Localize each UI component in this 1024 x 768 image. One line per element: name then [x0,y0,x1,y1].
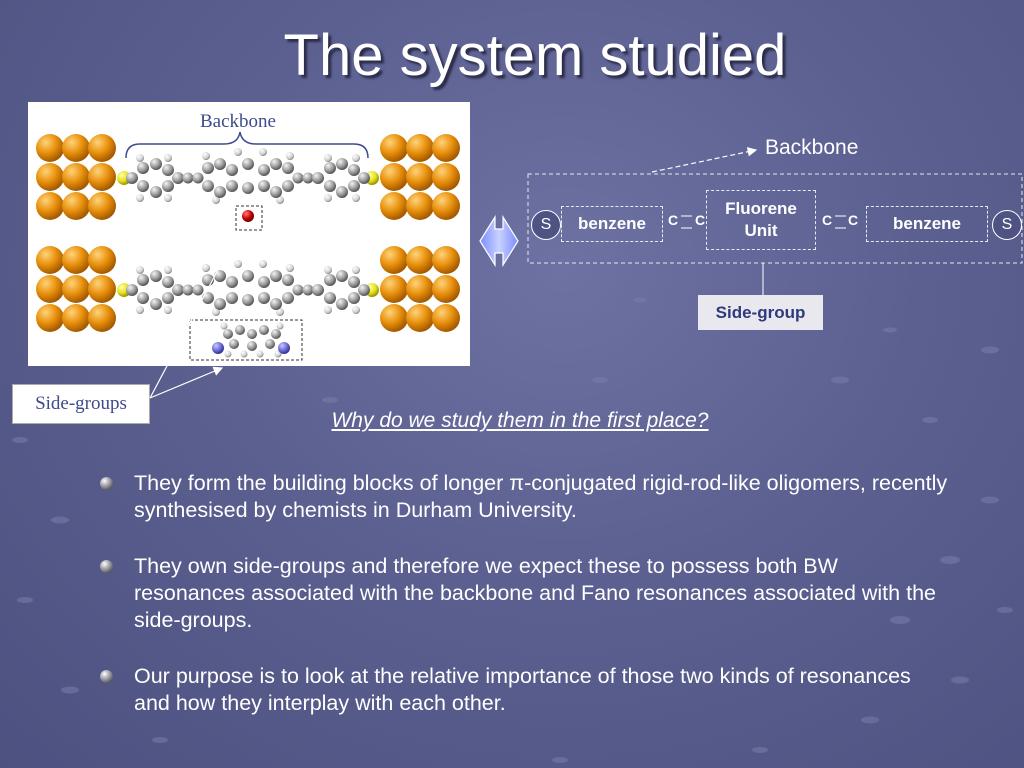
top-molecule [36,134,460,231]
molecule-figure: Backbone [28,102,470,366]
bottom-molecule [36,246,460,361]
left-sulfur-anchor: S [531,210,561,240]
side-group-label-box: Side-group [698,295,823,330]
fluorene-unit-box: Fluorene Unit [706,190,816,250]
left-link-c-bottom: C [695,212,706,228]
molecule-illustration [36,131,460,361]
bullet-item: Our purpose is to look at the relative i… [98,663,948,717]
figure-side-groups-label: Side-groups [12,384,150,424]
sphere-bullet-icon [100,560,113,573]
bullet-list: They form the building blocks of longer … [98,470,948,746]
backbone-brace [125,131,369,159]
right-link-c-bottom: C [848,212,859,228]
schematic-backbone-label: Backbone [765,136,859,159]
bullet-item: They form the building blocks of longer … [98,470,948,524]
left-link-c-top: C [668,212,679,228]
slide-title: The system studied [283,23,787,88]
right-sulfur-anchor: S [992,210,1022,240]
sphere-bullet-icon [100,477,113,490]
question-heading: Why do we study them in the first place? [331,409,709,432]
sphere-bullet-icon [100,670,113,683]
figure-backbone-label: Backbone [200,111,276,132]
right-benzene-box: benzene [866,206,988,242]
left-benzene-box: benzene [561,206,663,242]
bullet-item: They own side-groups and therefore we ex… [98,553,948,634]
bullet-text: They own side-groups and therefore we ex… [134,554,936,632]
right-link-c-top: C [822,212,833,228]
bullet-text: Our purpose is to look at the relative i… [134,664,911,715]
bullet-text: They form the building blocks of longer … [134,471,948,522]
